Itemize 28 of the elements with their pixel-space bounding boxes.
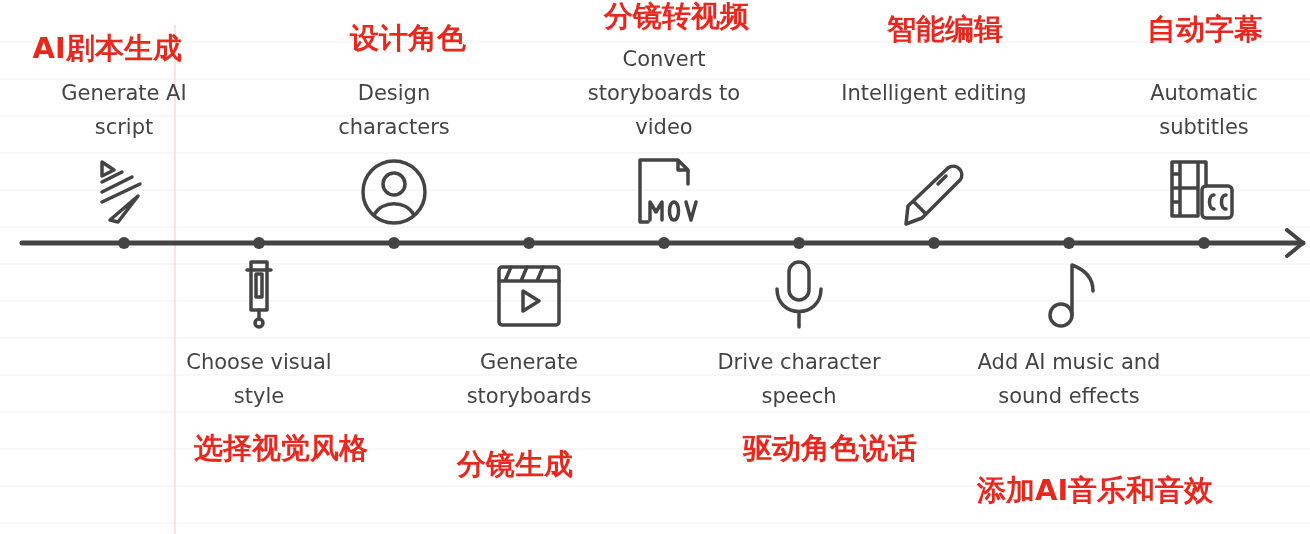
- step-label: Design characters: [337, 80, 451, 141]
- timeline-line: [667, 240, 796, 246]
- step-label: Add AI music and sound effects: [976, 349, 1162, 410]
- timeline-line: [937, 240, 1066, 246]
- timeline-line: [397, 240, 526, 246]
- step-label: Generate AI script: [60, 80, 188, 141]
- step-label: Automatic subtitles: [1149, 80, 1259, 141]
- chinese-step-label: 分镜生成: [457, 446, 573, 482]
- step-label: Generate storyboards: [465, 349, 593, 410]
- timeline-line: [532, 240, 661, 246]
- chinese-step-label: 设计角色: [350, 20, 466, 56]
- chinese-step-label: 驱动角色说话: [743, 430, 917, 466]
- timeline-arrow: [1207, 228, 1306, 258]
- step-label: Convert storyboards to video: [586, 46, 742, 141]
- step-label: Choose visual style: [185, 349, 333, 410]
- timeline-line: [127, 240, 256, 246]
- timeline-line: [802, 240, 931, 246]
- timeline-line: [19, 240, 121, 246]
- chinese-step-label: AI剧本生成: [32, 30, 182, 66]
- chinese-step-label: 添加AI音乐和音效: [977, 472, 1214, 508]
- chinese-step-label: 自动字幕: [1147, 11, 1263, 47]
- chinese-step-label: 智能编辑: [887, 11, 1003, 47]
- timeline-line: [1072, 240, 1201, 246]
- chinese-step-label: 选择视觉风格: [194, 430, 368, 466]
- step-label: Intelligent editing: [840, 80, 1028, 107]
- chinese-step-label: 分镜转视频: [603, 0, 749, 34]
- step-label: Drive character speech: [716, 349, 882, 410]
- timeline-line: [262, 240, 391, 246]
